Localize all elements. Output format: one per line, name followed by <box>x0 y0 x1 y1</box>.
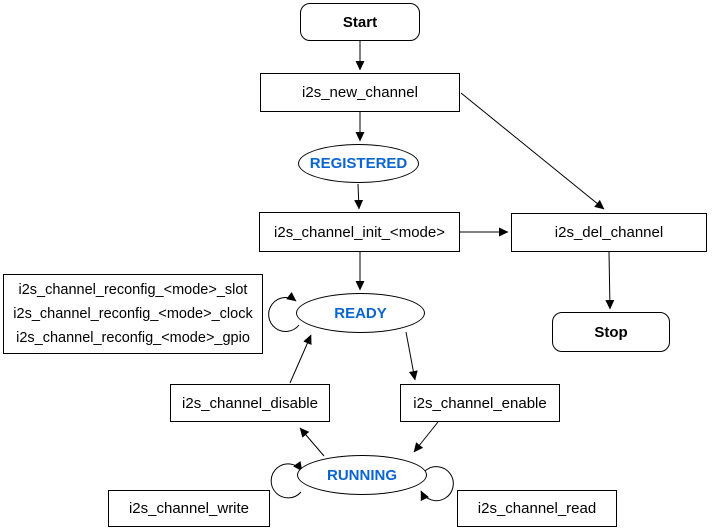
edge-del-channel-to-stop <box>605 251 615 310</box>
node-start: Start <box>300 3 420 41</box>
node-state-ready-label: READY <box>334 304 387 322</box>
reconfig-line-gpio: i2s_channel_reconfig_<mode>_gpio <box>16 330 250 346</box>
node-stop: Stop <box>552 312 670 352</box>
node-state-running: RUNNING <box>297 455 427 495</box>
node-i2s-channel-enable: i2s_channel_enable <box>400 384 560 422</box>
edge-ready-to-enable <box>405 331 418 381</box>
node-i2s-channel-write-label: i2s_channel_write <box>128 500 250 517</box>
edge-new-channel-to-del-channel <box>460 92 605 210</box>
node-state-ready: READY <box>296 293 425 333</box>
node-i2s-del-channel-label: i2s_del_channel <box>554 224 664 241</box>
edge-disable-to-ready <box>289 334 312 384</box>
node-start-label: Start <box>342 13 378 31</box>
node-state-registered: REGISTERED <box>298 144 419 183</box>
node-i2s-channel-read: i2s_channel_read <box>457 490 617 527</box>
reconfig-line-clock: i2s_channel_reconfig_<mode>_clock <box>13 306 253 322</box>
node-i2s-channel-disable-label: i2s_channel_disable <box>182 394 318 412</box>
edge-ready-self-loop <box>268 291 300 332</box>
node-i2s-del-channel: i2s_del_channel <box>511 213 707 252</box>
node-i2s-channel-disable: i2s_channel_disable <box>170 384 330 422</box>
edge-running-to-disable <box>299 427 325 457</box>
node-i2s-channel-init-label: i2s_channel_init_<mode> <box>274 223 445 241</box>
node-i2s-channel-enable-label: i2s_channel_enable <box>413 394 547 412</box>
node-i2s-channel-write: i2s_channel_write <box>108 490 270 527</box>
edge-registered-to-init <box>354 183 364 210</box>
edge-enable-to-running <box>413 421 439 453</box>
edge-running-left-self-loop <box>270 461 303 499</box>
node-stop-label: Stop <box>594 323 628 341</box>
reconfig-line-slot: i2s_channel_reconfig_<mode>_slot <box>18 282 248 298</box>
node-state-registered-label: REGISTERED <box>309 155 408 172</box>
node-i2s-new-channel-label: i2s_new_channel <box>302 84 418 101</box>
node-reconfig-functions: i2s_channel_reconfig_<mode>_slot i2s_cha… <box>3 274 263 354</box>
node-i2s-channel-init: i2s_channel_init_<mode> <box>259 212 460 252</box>
node-state-running-label: RUNNING <box>327 466 397 484</box>
node-i2s-channel-read-label: i2s_channel_read <box>477 500 597 517</box>
node-i2s-new-channel: i2s_new_channel <box>260 73 460 112</box>
